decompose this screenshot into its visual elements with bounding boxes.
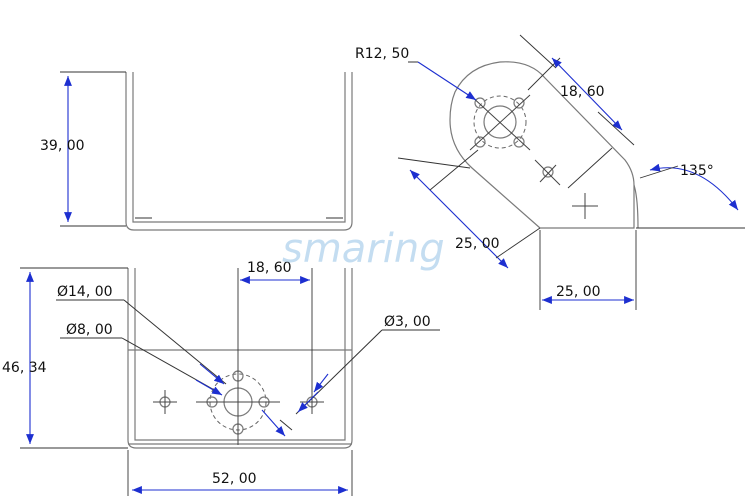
dia-8-label: Ø8, 00	[66, 322, 113, 338]
side-slot-distance-label: 18, 60	[560, 84, 605, 100]
dia-14-label: Ø14, 00	[57, 284, 113, 300]
side-leg-length-label: 25, 00	[455, 236, 500, 252]
top-radius-label: R12, 50	[355, 46, 409, 62]
mounting-tab-side-view	[397, 34, 745, 310]
left-height-label: 39, 00	[40, 138, 85, 154]
dia-3-label: Ø3, 00	[384, 314, 431, 330]
bottom-height-label: 46, 34	[2, 360, 47, 376]
watermark-text: smaring	[282, 226, 445, 272]
side-base-width-label: 25, 00	[556, 284, 601, 300]
angle-label: 135°	[680, 163, 714, 179]
bottom-hole-spacing-label: 18, 60	[247, 260, 292, 276]
u-bracket-front-view	[60, 71, 353, 231]
base-plate-top-view	[20, 267, 440, 496]
bottom-width-label: 52, 00	[212, 471, 257, 487]
